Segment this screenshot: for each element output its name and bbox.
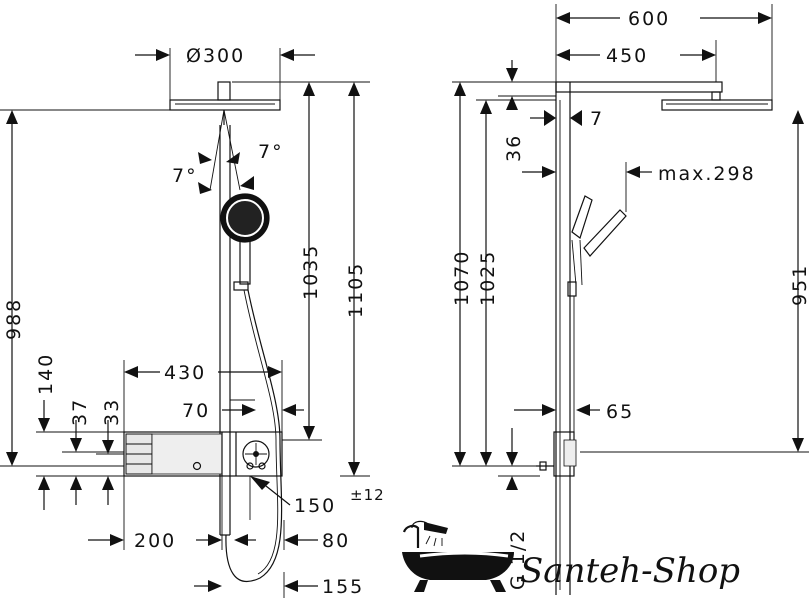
temperature-knob	[242, 440, 270, 468]
dim-1025: 1025	[477, 250, 499, 306]
dim-total-height: 1105	[345, 262, 367, 318]
dim-430: 430	[164, 362, 206, 384]
dim-7: 7	[590, 108, 604, 130]
dim-150: 150	[294, 495, 336, 517]
front-view: Ø300 1105 1035 7° 7° 988 1	[0, 45, 385, 598]
dim-37: 37	[69, 398, 91, 426]
dim-150-tolerance: ±12	[350, 486, 385, 504]
dim-140: 140	[35, 353, 57, 395]
dim-1035: 1035	[300, 244, 322, 300]
hand-shower-handle	[239, 237, 251, 285]
bathtub-icon	[402, 520, 514, 592]
side-hand-shower-parked	[571, 195, 593, 239]
shower-hose	[225, 289, 283, 583]
side-hand-shower-tilted	[583, 209, 627, 257]
dim-70: 70	[182, 400, 210, 422]
dim-33: 33	[101, 398, 123, 426]
dim-80: 80	[322, 530, 350, 552]
dim-200: 200	[134, 530, 176, 552]
dim-600: 600	[628, 8, 670, 30]
side-overhead-head	[661, 99, 773, 111]
overhead-shower-head	[169, 99, 281, 111]
shower-arm-joint	[217, 81, 231, 101]
dim-max298: max.298	[658, 163, 756, 185]
dim-head-diameter: Ø300	[186, 45, 245, 67]
dim-450: 450	[606, 45, 648, 67]
brand-name: Santeh-Shop	[520, 551, 740, 591]
dim-thread: G 1/2	[507, 529, 529, 590]
slider-holder	[233, 281, 249, 291]
angle-right-label: 7°	[258, 141, 284, 163]
dim-951: 951	[789, 264, 809, 306]
side-view: 600 450 7 36 max.298 1070	[451, 4, 809, 595]
side-shower-arm	[555, 81, 723, 93]
angle-left-label: 7°	[172, 165, 198, 187]
dim-65: 65	[606, 401, 634, 423]
dim-36: 36	[503, 134, 525, 162]
dim-988: 988	[3, 298, 25, 340]
dim-155: 155	[322, 576, 364, 598]
diverter-indicator-icon	[192, 461, 202, 471]
brand-logo: Santeh-Shop	[402, 520, 740, 592]
dim-1070: 1070	[451, 250, 473, 306]
